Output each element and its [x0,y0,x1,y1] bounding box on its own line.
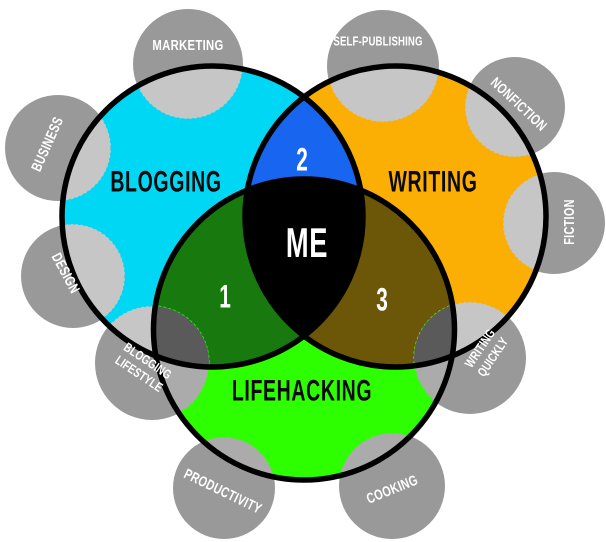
self-publishing-overlap [326,66,440,123]
me-label: ME [286,219,328,266]
fiction-overlap [502,171,546,275]
writing-label: WRITING [388,165,477,198]
fiction-label: FICTION [561,199,578,245]
blogging-outline [59,63,366,370]
overlap-center-me [245,179,363,367]
overlap-2-label: 2 [296,142,308,178]
lifehacking-label: LIFEHACKING [232,374,372,407]
marketing-overlap [132,66,244,120]
overlap-1-label: 1 [219,279,231,315]
blogging-label: BLOGGING [110,165,221,198]
lifehacking-outline [150,176,458,483]
writing-outline [242,63,549,370]
overlap-3-label: 3 [376,282,388,318]
writing-quickly-overlap-dark [414,302,455,367]
marketing-label: MARKETING [152,37,223,54]
blogging-lifestyle-overlap-dark [153,306,209,367]
self-publishing-label: SELF-PUBLISHING [333,35,422,49]
